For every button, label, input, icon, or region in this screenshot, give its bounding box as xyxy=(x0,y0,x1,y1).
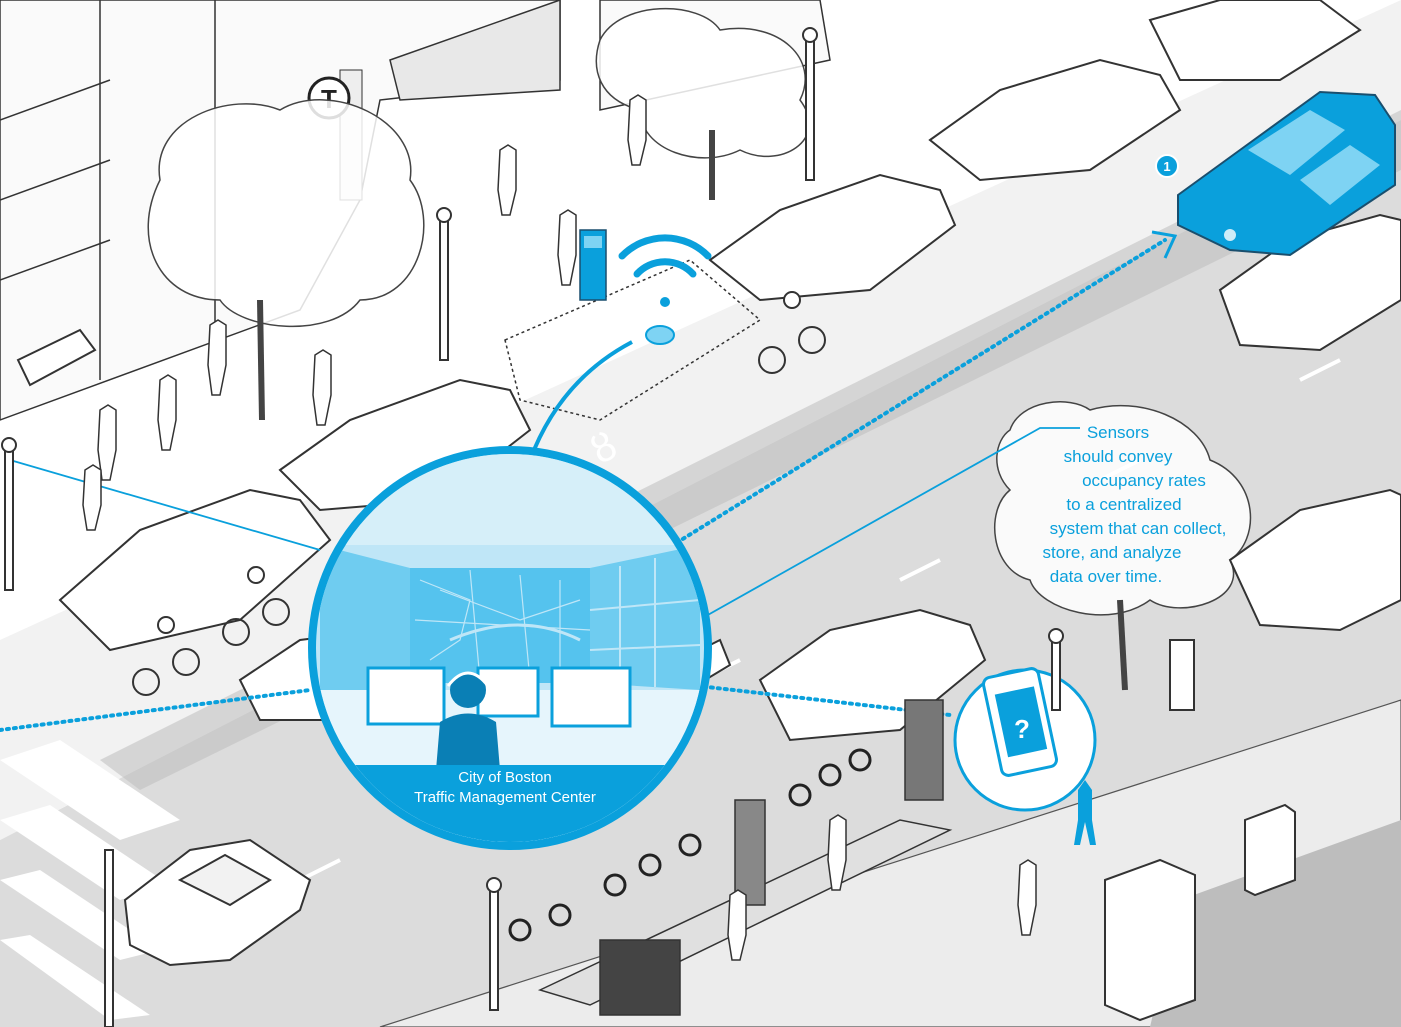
concrete-barriers xyxy=(1104,803,1296,1022)
pedestrian-blue xyxy=(1074,780,1096,845)
center-label-line1: City of Boston xyxy=(458,769,551,786)
svg-text:1: 1 xyxy=(1163,159,1170,174)
svg-text:?: ? xyxy=(1014,714,1030,744)
sensor-puck-icon xyxy=(645,325,675,345)
callout-line-2: should convey xyxy=(1064,447,1173,466)
center-label-line2: Traffic Management Center xyxy=(414,789,596,806)
solid-connectors xyxy=(9,427,1080,626)
marker-1: 1 xyxy=(1155,154,1179,178)
street-lamps xyxy=(1,27,1064,1027)
operator-headset-icon xyxy=(436,672,500,770)
parking-meter xyxy=(1169,639,1195,711)
street-trees xyxy=(147,7,1252,691)
callout-line-6: store, and analyze xyxy=(1043,543,1182,562)
sensor-callout: Sensors should convey occupancy rates to… xyxy=(1043,423,1227,586)
callout-line-7: data over time. xyxy=(1050,567,1162,586)
bench xyxy=(16,328,97,387)
callout-line-1: Sensors xyxy=(1087,423,1149,442)
wifi-signal-icon xyxy=(618,234,712,307)
arrow-head xyxy=(1151,230,1178,259)
monitors xyxy=(366,666,632,728)
smartphone-icon: ? xyxy=(953,667,1097,812)
callout-line-5: system that can collect, xyxy=(1050,519,1227,538)
open-space-blue-car xyxy=(1177,90,1396,257)
moving-car xyxy=(123,838,312,967)
parking-kiosk-icon xyxy=(579,229,607,301)
pedestrians xyxy=(82,94,1037,961)
sensor-link-line xyxy=(528,340,633,461)
callout-line-3: occupancy rates xyxy=(1082,471,1206,490)
cyclists xyxy=(132,291,826,696)
callout-line-4: to a centralized xyxy=(1066,495,1181,514)
